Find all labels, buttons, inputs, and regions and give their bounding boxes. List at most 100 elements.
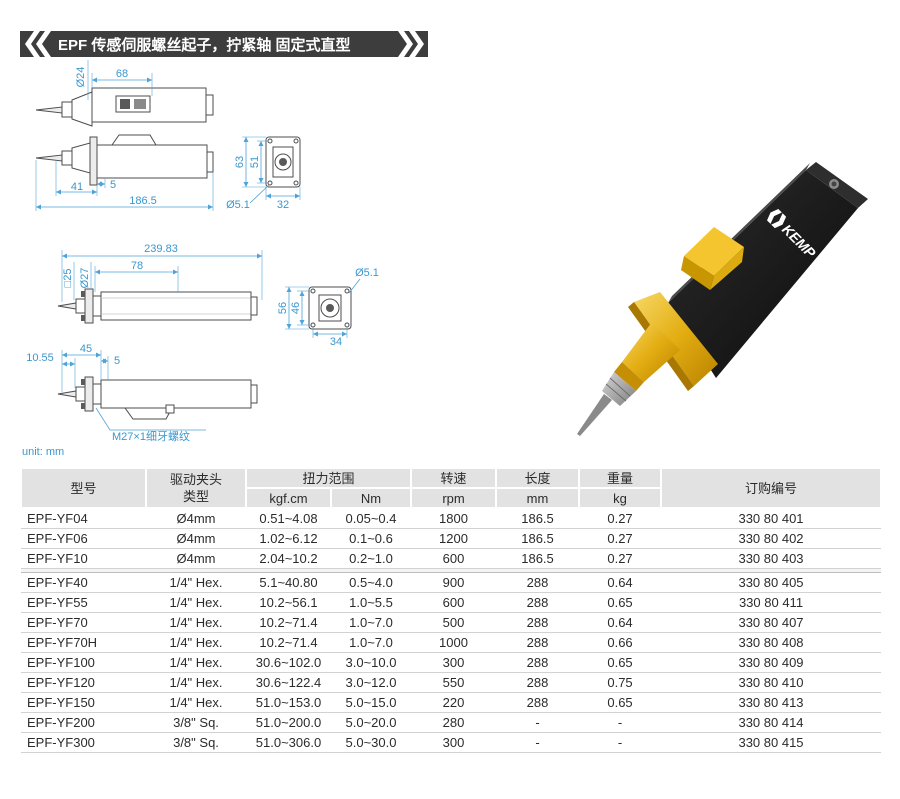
cell-chuck: 1/4" Hex. bbox=[146, 632, 246, 653]
end-connector bbox=[250, 296, 258, 316]
cell-torque-kgf: 5.1~40.80 bbox=[246, 572, 331, 593]
banner-chevron-right-icon bbox=[409, 31, 424, 57]
cell-torque-kgf: 0.51~4.08 bbox=[246, 508, 331, 529]
dimension-label: 10.55 bbox=[26, 352, 54, 364]
table-header: 型号 驱动夹头 类型 扭力范围 转速 长度 重量 订购编号 kgf.cm Nm … bbox=[20, 467, 883, 509]
cell-order-no: 330 80 405 bbox=[661, 572, 882, 593]
cell-length: - bbox=[496, 712, 580, 733]
header-row: 型号 驱动夹头 类型 扭力范围 转速 长度 重量 订购编号 bbox=[20, 467, 883, 509]
header-weight: 重量 bbox=[578, 467, 663, 489]
cell-model: EPF-YF10 bbox=[21, 548, 146, 569]
logo-mark bbox=[767, 209, 782, 224]
nose-outline bbox=[71, 91, 93, 127]
group-divider-cell bbox=[21, 568, 882, 573]
drawing-side-view-a: 68 Ø24 bbox=[35, 60, 214, 127]
window-detail bbox=[134, 99, 146, 109]
flange-outline bbox=[84, 288, 94, 324]
bit-outline bbox=[57, 302, 77, 310]
cell-weight: 0.65 bbox=[579, 692, 662, 713]
illustration-area: EPF 传感伺服螺丝起子，拧紧轴 固定式直型 68 Ø24 5 41 bbox=[20, 31, 868, 443]
chuck-outline bbox=[61, 150, 73, 166]
cell-torque-nm: 5.0~15.0 bbox=[331, 692, 412, 713]
flange-outline bbox=[89, 136, 98, 186]
flange-detail bbox=[81, 315, 85, 321]
header-chuck-line2: 类型 bbox=[182, 489, 209, 504]
product-bracket-side bbox=[681, 256, 714, 290]
flange-detail bbox=[81, 379, 85, 385]
banner-chevron-right-icon bbox=[398, 31, 413, 57]
cell-chuck: Ø4mm bbox=[146, 528, 246, 549]
cell-torque-nm: 0.05~0.4 bbox=[331, 508, 412, 529]
cell-model: EPF-YF06 bbox=[21, 528, 146, 549]
drawing-side-view-d: 10.55 45 5 M27×1细牙螺纹 bbox=[26, 343, 258, 443]
cell-order-no: 330 80 409 bbox=[661, 652, 882, 673]
cell-speed: 1200 bbox=[411, 528, 497, 549]
banner-chevron-left-icon bbox=[36, 31, 51, 57]
product-chuck bbox=[602, 372, 636, 406]
dimension-label: 32 bbox=[277, 199, 289, 211]
cell-length: 186.5 bbox=[496, 548, 580, 569]
flange-detail bbox=[81, 291, 85, 297]
dimension-label: 56 bbox=[277, 302, 289, 314]
header-speed: 转速 bbox=[410, 467, 498, 489]
header-torque: 扭力范围 bbox=[244, 467, 413, 489]
dimension-label: 51 bbox=[249, 156, 261, 168]
spindle-center bbox=[279, 158, 287, 166]
cell-chuck: 1/4" Hex. bbox=[146, 672, 246, 693]
cell-torque-kgf: 10.2~71.4 bbox=[246, 612, 331, 633]
cell-model: EPF-YF300 bbox=[21, 732, 146, 753]
dimension-label: Ø27 bbox=[79, 268, 91, 289]
cell-chuck: Ø4mm bbox=[146, 548, 246, 569]
header-torque-nm: Nm bbox=[329, 487, 413, 509]
cell-speed: 220 bbox=[411, 692, 497, 713]
cell-order-no: 330 80 407 bbox=[661, 612, 882, 633]
cell-length: 186.5 bbox=[496, 508, 580, 529]
dimension-label: 63 bbox=[234, 156, 246, 168]
product-nose-tip bbox=[614, 362, 644, 391]
header-length-unit: mm bbox=[495, 487, 581, 509]
cell-speed: 280 bbox=[411, 712, 497, 733]
cell-weight: 0.65 bbox=[579, 652, 662, 673]
cell-order-no: 330 80 403 bbox=[661, 548, 882, 569]
cell-weight: 0.27 bbox=[579, 528, 662, 549]
product-bit bbox=[577, 394, 612, 436]
chuck-outline bbox=[75, 298, 86, 314]
banner-background bbox=[20, 31, 428, 57]
thread-label: M27×1细牙螺纹 bbox=[112, 429, 190, 443]
cell-torque-nm: 5.0~20.0 bbox=[331, 712, 412, 733]
page-title: EPF 传感伺服螺丝起子，拧紧轴 固定式直型 bbox=[58, 36, 351, 54]
cell-model: EPF-YF100 bbox=[21, 652, 146, 673]
cell-torque-nm: 3.0~12.0 bbox=[331, 672, 412, 693]
header-length: 长度 bbox=[495, 467, 581, 489]
cell-weight: 0.65 bbox=[579, 592, 662, 613]
cell-model: EPF-YF04 bbox=[21, 508, 146, 529]
cell-weight: 0.66 bbox=[579, 632, 662, 653]
drawing-side-view-c: 239.83 □25 Ø27 78 bbox=[57, 243, 263, 324]
neck-outline bbox=[92, 383, 102, 405]
cell-model: EPF-YF150 bbox=[21, 692, 146, 713]
spindle-center bbox=[326, 304, 334, 312]
header-order-no: 订购编号 bbox=[660, 467, 883, 509]
cell-torque-kgf: 1.02~6.12 bbox=[246, 528, 331, 549]
bracket-outline bbox=[111, 134, 157, 146]
leader-line bbox=[95, 407, 206, 431]
header-chuck-line1: 驱动夹头 bbox=[169, 472, 222, 487]
mount-hole bbox=[293, 180, 299, 186]
cell-model: EPF-YF55 bbox=[21, 592, 146, 613]
cell-torque-nm: 5.0~30.0 bbox=[331, 732, 412, 753]
banner-chevron-left-icon bbox=[25, 31, 40, 57]
cell-chuck: 3/8" Sq. bbox=[146, 712, 246, 733]
cell-order-no: 330 80 408 bbox=[661, 632, 882, 653]
body-outline bbox=[96, 144, 208, 179]
cell-speed: 1800 bbox=[411, 508, 497, 529]
dimension-label: 5 bbox=[110, 179, 116, 191]
cell-chuck: 1/4" Hex. bbox=[146, 572, 246, 593]
product-bracket-front bbox=[710, 247, 744, 290]
cell-order-no: 330 80 402 bbox=[661, 528, 882, 549]
cell-torque-kgf: 10.2~71.4 bbox=[246, 632, 331, 653]
